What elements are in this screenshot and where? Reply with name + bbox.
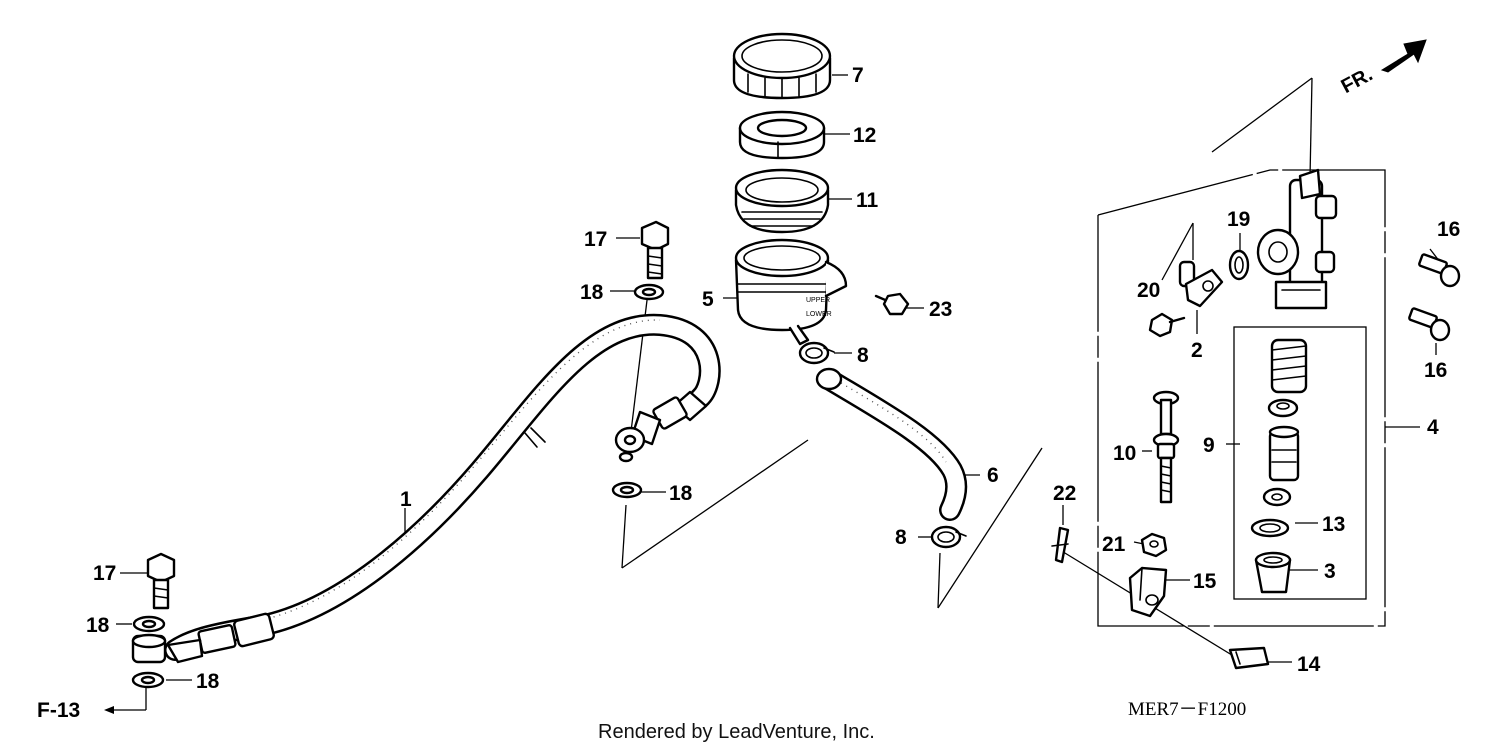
o-ring[interactable] xyxy=(1228,249,1250,281)
callout-2: 2 xyxy=(1191,339,1203,362)
brake-hose[interactable] xyxy=(131,313,721,664)
callout-11: 11 xyxy=(856,189,879,212)
callout-9: 9 xyxy=(1203,434,1215,457)
banjo-bolt-upper[interactable] xyxy=(640,220,670,280)
callout-18-lower-a: 18 xyxy=(86,614,110,637)
piston-spring[interactable] xyxy=(1270,338,1308,394)
sealing-washer-middle[interactable] xyxy=(611,481,643,499)
piston-cup-secondary[interactable] xyxy=(1262,487,1292,507)
sealing-washer-lower-b[interactable] xyxy=(131,671,165,689)
callout-10: 10 xyxy=(1113,442,1136,465)
boot-holder[interactable] xyxy=(1128,566,1168,618)
callout-7: 7 xyxy=(852,64,864,87)
piston-cup-primary[interactable] xyxy=(1267,398,1299,418)
hose-clip-lower[interactable] xyxy=(930,525,967,549)
callout-1: 1 xyxy=(400,488,412,511)
clevis-clip[interactable] xyxy=(1228,646,1270,670)
reservoir-cap[interactable] xyxy=(732,32,832,100)
reservoir-upper-mark: UPPER xyxy=(806,297,830,304)
callout-17-lower: 17 xyxy=(93,562,116,585)
reservoir-body[interactable]: UPPER LOWER xyxy=(734,238,848,346)
sealing-washer-upper[interactable] xyxy=(633,283,665,301)
callout-13: 13 xyxy=(1322,513,1345,536)
callout-19: 19 xyxy=(1227,208,1250,231)
callout-3: 3 xyxy=(1324,560,1336,583)
piston[interactable] xyxy=(1268,425,1300,482)
callout-21: 21 xyxy=(1102,533,1126,556)
callout-17-upper: 17 xyxy=(584,228,607,251)
callout-8-upper: 8 xyxy=(857,344,869,367)
hose-clip-upper[interactable] xyxy=(798,341,835,365)
push-rod-nut[interactable] xyxy=(1140,532,1168,558)
reservoir-diaphragm[interactable] xyxy=(734,168,830,234)
callout-12: 12 xyxy=(853,124,876,147)
front-direction-marker: FR. xyxy=(1338,39,1427,98)
reservoir-lower-mark: LOWER xyxy=(806,311,832,318)
callout-18-middle: 18 xyxy=(669,482,693,505)
callout-16-upper: 16 xyxy=(1437,218,1460,241)
reference-link-f13[interactable]: F-13 xyxy=(37,699,80,722)
leader-lines xyxy=(104,74,1441,714)
callout-5: 5 xyxy=(702,288,714,311)
callout-14: 14 xyxy=(1297,653,1321,676)
master-cylinder-body[interactable] xyxy=(1256,168,1338,310)
banjo-bolt-lower[interactable] xyxy=(146,552,176,610)
callout-4: 4 xyxy=(1427,416,1439,439)
push-rod[interactable] xyxy=(1152,390,1180,504)
sealing-washer-lower-a[interactable] xyxy=(132,615,166,633)
front-marker-text: FR. xyxy=(1338,63,1377,98)
callout-18-upper: 18 xyxy=(580,281,604,304)
callout-16-lower: 16 xyxy=(1424,359,1447,382)
callout-8-lower: 8 xyxy=(895,526,907,549)
callout-22: 22 xyxy=(1053,482,1076,505)
callout-labels: 1 2 3 4 5 6 7 8 8 9 10 11 12 13 14 15 16… xyxy=(86,64,1460,693)
snap-ring[interactable] xyxy=(1250,518,1290,538)
footer-credit: Rendered by LeadVenture, Inc. xyxy=(598,721,875,743)
piston-boot[interactable] xyxy=(1254,551,1292,594)
diagram-code: MER7－F1200 xyxy=(1128,699,1246,720)
callout-6: 6 xyxy=(987,464,999,487)
reservoir-plate[interactable] xyxy=(738,110,826,160)
callout-23: 23 xyxy=(929,298,952,321)
reservoir-screw[interactable] xyxy=(874,292,910,316)
callout-18-lower-b: 18 xyxy=(196,670,220,693)
mounting-bolt-upper[interactable] xyxy=(1418,253,1461,288)
callout-20: 20 xyxy=(1137,279,1160,302)
reservoir-hose[interactable] xyxy=(815,367,968,521)
callout-15: 15 xyxy=(1193,570,1217,593)
joint-screw[interactable] xyxy=(1148,312,1186,338)
mounting-bolt-lower[interactable] xyxy=(1408,307,1451,342)
hose-joint[interactable] xyxy=(1178,260,1224,308)
lock-pin[interactable] xyxy=(1051,526,1070,564)
